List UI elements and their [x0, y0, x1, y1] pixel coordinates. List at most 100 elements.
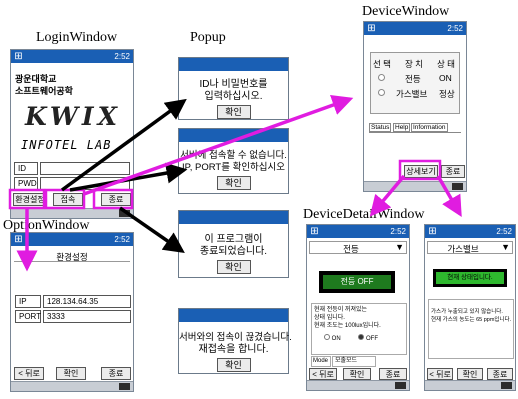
back-button[interactable]: < 뒤로: [309, 368, 337, 380]
highlight-exit: [92, 188, 134, 210]
device-select[interactable]: 가스밸브 ▼: [427, 241, 513, 254]
on-label: ON: [331, 336, 341, 342]
clock: 2:52: [390, 227, 406, 236]
header-select: 선 택: [373, 59, 392, 69]
device-detail-light-window: ⊞ 2:52 전등 ▼ 전등 OFF 현재 전등이 꺼져있는 상태 입니다. 현…: [306, 224, 410, 391]
off-radio[interactable]: [358, 334, 365, 340]
popup-message-line1: 이 프로그램이: [204, 234, 263, 245]
bottom-bar: [307, 380, 409, 390]
start-menu-icon[interactable]: ⊞: [367, 23, 376, 34]
popup-ok-button[interactable]: 확인: [216, 105, 251, 119]
keyboard-icon[interactable]: [452, 183, 463, 190]
keyboard-icon[interactable]: [119, 383, 130, 390]
option-window-title: OptionWindow: [3, 218, 90, 233]
dropdown-arrow-icon: ▼: [395, 242, 404, 252]
title-bar: ⊞ 2:52: [11, 50, 133, 63]
bottom-bar: [11, 381, 133, 391]
exit-button[interactable]: 종료: [441, 165, 465, 178]
id-label: ID: [14, 162, 38, 175]
connect-button[interactable]: 접속: [53, 193, 83, 206]
popup-ok-button[interactable]: 확인: [216, 358, 251, 372]
off-label: OFF: [366, 336, 379, 342]
device-detail-window-title: DeviceDetailWindow: [303, 207, 425, 222]
start-menu-icon[interactable]: ⊞: [14, 234, 23, 245]
exit-button[interactable]: 종료: [101, 193, 131, 206]
option-window: ⊞ 2:52 환경설정 IP 128.134.64.35 PORT 3333 <…: [10, 232, 134, 392]
port-input[interactable]: 3333: [43, 310, 131, 323]
keyboard-icon[interactable]: [501, 382, 512, 389]
device-select-value: 전등: [343, 244, 359, 254]
popup-message-line1: ID나 비밀번호를: [199, 79, 268, 90]
back-button[interactable]: < 뒤로: [14, 367, 44, 380]
tab-help[interactable]: Help: [393, 123, 411, 132]
device-select-value: 가스밸브: [447, 244, 479, 254]
info-line: 현재 조도는 100lux입니다.: [314, 323, 381, 329]
row-status: ON: [439, 73, 452, 83]
light-state-frame: 전등 OFF: [319, 271, 395, 293]
popup-program-exited: 이 프로그램이 종료되었습니다. 확인: [178, 210, 289, 278]
detail-button[interactable]: 상세보기: [404, 165, 438, 178]
arrow-to-credentials-popup: [60, 98, 187, 192]
exit-button[interactable]: 종료: [487, 368, 513, 380]
popup-ok-button[interactable]: 확인: [216, 260, 251, 274]
header-device: 장 치: [405, 59, 424, 69]
header-status: 상 태: [437, 59, 456, 69]
bottom-bar: [425, 380, 515, 390]
popup-connection-lost: 서버와의 접속이 끊겼습니다. 재접속을 합니다. 확인: [178, 308, 292, 374]
gas-info-box: 가스가 누출되고 있지 않습니다. 현재 가스의 농도는 65 ppm입니다.: [428, 299, 514, 359]
kwix-logo: KWIX: [24, 102, 121, 131]
option-heading: 환경설정: [56, 252, 88, 262]
exit-button[interactable]: 종료: [379, 368, 407, 380]
dropdown-arrow-icon: ▼: [501, 242, 510, 252]
start-menu-icon[interactable]: ⊞: [310, 226, 319, 237]
ip-input[interactable]: 128.134.64.35: [43, 295, 131, 308]
highlight-connect: [44, 188, 86, 210]
row-status: 정상: [439, 89, 455, 99]
device-select[interactable]: 전등 ▼: [309, 241, 407, 254]
device-table: 선 택 장 치 상 태 전등 ON 가스밸브 정상: [370, 52, 460, 114]
highlight-detail: [398, 159, 442, 181]
popup-title-bar: [179, 309, 288, 322]
info-line: 현재 전등이 꺼져있는: [314, 307, 368, 313]
title-bar: ⊞ 2:52: [307, 225, 409, 238]
port-label: PORT: [15, 310, 41, 323]
gas-state-text: 현재 상태입니다.: [436, 272, 504, 284]
tab-status[interactable]: Status: [369, 123, 392, 132]
lab-name: INFOTEL LAB: [21, 138, 112, 152]
light-radio[interactable]: [378, 74, 385, 81]
bottom-bar: [364, 181, 466, 191]
popup-ok-button[interactable]: 확인: [216, 176, 251, 190]
on-radio[interactable]: [324, 334, 330, 340]
ok-button[interactable]: 확인: [343, 368, 371, 380]
exit-button[interactable]: 종료: [101, 367, 131, 380]
popup-message-line2: 종료되었습니다.: [199, 246, 268, 257]
tab-information[interactable]: Information: [411, 123, 448, 132]
arrow-to-exit-popup: [119, 206, 185, 253]
ok-button[interactable]: 확인: [56, 367, 86, 380]
keyboard-icon[interactable]: [119, 210, 130, 217]
light-state-text: 전등 OFF: [323, 275, 391, 289]
gas-state-frame: 현재 상태입니다.: [433, 269, 507, 287]
clock: 2:52: [447, 24, 463, 33]
popup-message-line2: 입력하십시오.: [204, 91, 263, 102]
highlight-settings: [8, 188, 46, 210]
ok-button[interactable]: 확인: [457, 368, 483, 380]
settings-button[interactable]: 환경설정: [13, 193, 47, 206]
start-menu-icon[interactable]: ⊞: [428, 226, 437, 237]
clock: 2:52: [114, 235, 130, 244]
light-info-box: 현재 전등이 꺼져있는 상태 입니다. 현재 조도는 100lux입니다. ON…: [311, 303, 407, 355]
gas-radio[interactable]: [378, 89, 385, 96]
popup-message-line2: 재접속을 합니다.: [198, 344, 269, 355]
arrow-to-light-detail: [369, 174, 406, 217]
popup-message-line2: IP, PORT를 확인하십시오: [181, 162, 286, 173]
keyboard-icon[interactable]: [395, 382, 406, 389]
ip-label: IP: [15, 295, 41, 308]
start-menu-icon[interactable]: ⊞: [14, 51, 23, 62]
mode-label: Mode: [311, 356, 331, 367]
row-device: 전등: [405, 74, 421, 84]
popup-connection-failed: 서버에 접속할 수 없습니다. IP, PORT를 확인하십시오 확인: [178, 128, 289, 194]
mode-select[interactable]: 모출모드: [332, 356, 376, 367]
back-button[interactable]: < 뒤로: [427, 368, 453, 380]
divider: [14, 261, 130, 262]
